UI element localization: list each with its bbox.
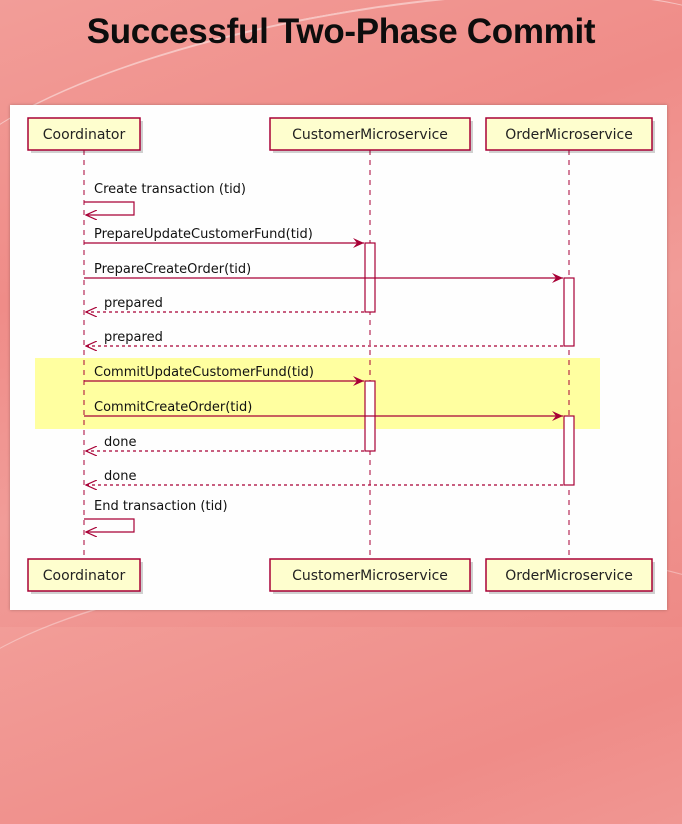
actor-label: OrderMicroservice [505,568,633,584]
actor-label: Coordinator [43,568,126,584]
message-label: done [104,469,136,484]
slide-title: Successful Two-Phase Commit [86,12,596,51]
actor-box-top [269,117,471,151]
actor-label: Coordinator [43,127,126,143]
message-label: CommitCreateOrder(tid) [94,400,252,415]
actor-box-top [485,117,653,151]
actor-box-top [27,117,141,151]
actor-box-bottom [269,558,471,592]
actor-label: OrderMicroservice [505,127,633,143]
message-label: prepared [104,330,163,345]
actor-box-bottom [27,558,141,592]
actor-label: CustomerMicroservice [292,127,448,143]
message-label: End transaction (tid) [94,499,228,514]
activation-bar [563,415,575,486]
activation-bar [563,277,575,347]
actor-label: CustomerMicroservice [292,568,448,584]
message-label: done [104,435,136,450]
actor-box-bottom [485,558,653,592]
self-message-arrow [84,201,135,215]
message-label: prepared [104,296,163,311]
commit-phase-highlight [35,358,600,429]
message-label: CommitUpdateCustomerFund(tid) [94,365,314,380]
self-message-arrow [84,518,135,532]
sequence-diagram: CoordinatorCoordinatorCustomerMicroservi… [27,117,655,594]
message-label: PrepareUpdateCustomerFund(tid) [94,227,313,242]
message-label: PrepareCreateOrder(tid) [94,262,251,277]
message-label: Create transaction (tid) [94,182,246,197]
